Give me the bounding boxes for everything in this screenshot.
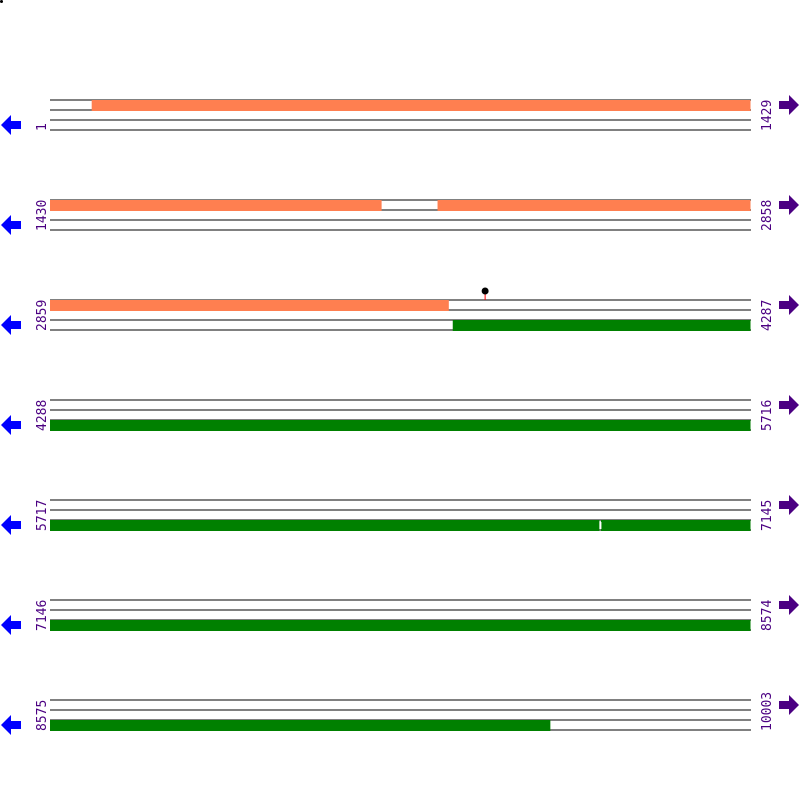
marker-head[interactable] [481,287,489,295]
gap-mark [599,522,602,529]
track-2-feature[interactable] [50,620,751,631]
track-1-feature[interactable] [50,200,382,211]
row-end-label: 5716 [760,400,775,431]
arrow-left-icon[interactable] [1,415,21,435]
track-1-feature[interactable] [437,200,751,211]
row-start-label: 4288 [35,400,50,431]
row-start-label: 7146 [35,600,50,631]
track-2-feature[interactable] [600,520,751,531]
row-end-label: 7145 [760,500,775,531]
arrow-right-icon[interactable] [779,495,799,515]
track-1-feature[interactable] [91,100,751,111]
row-start-label: 5717 [35,500,50,531]
track-2-feature[interactable] [50,520,600,531]
arrow-right-icon[interactable] [779,395,799,415]
corner-dot [0,0,3,3]
row-start-label: 8575 [35,700,50,731]
arrow-right-icon[interactable] [779,295,799,315]
arrow-left-icon[interactable] [1,515,21,535]
row-start-label: 1 [35,123,50,131]
row-end-label: 1429 [760,100,775,131]
arrow-left-icon[interactable] [1,715,21,735]
row-end-label: 4287 [760,300,775,331]
arrow-left-icon[interactable] [1,615,21,635]
track-1-feature[interactable] [50,300,449,311]
row-start-label: 1430 [35,200,50,231]
arrow-left-icon[interactable] [1,315,21,335]
track-2-feature[interactable] [50,720,551,731]
arrow-left-icon[interactable] [1,115,21,135]
row-end-label: 8574 [760,600,775,631]
track-2-feature[interactable] [452,320,751,331]
track-2-feature[interactable] [50,420,751,431]
arrow-right-icon[interactable] [779,195,799,215]
row-end-label: 10003 [760,692,775,731]
row-end-label: 2858 [760,200,775,231]
arrow-right-icon[interactable] [779,95,799,115]
arrow-left-icon[interactable] [1,215,21,235]
arrow-right-icon[interactable] [779,595,799,615]
row-start-label: 2859 [35,300,50,331]
arrow-right-icon[interactable] [779,695,799,715]
